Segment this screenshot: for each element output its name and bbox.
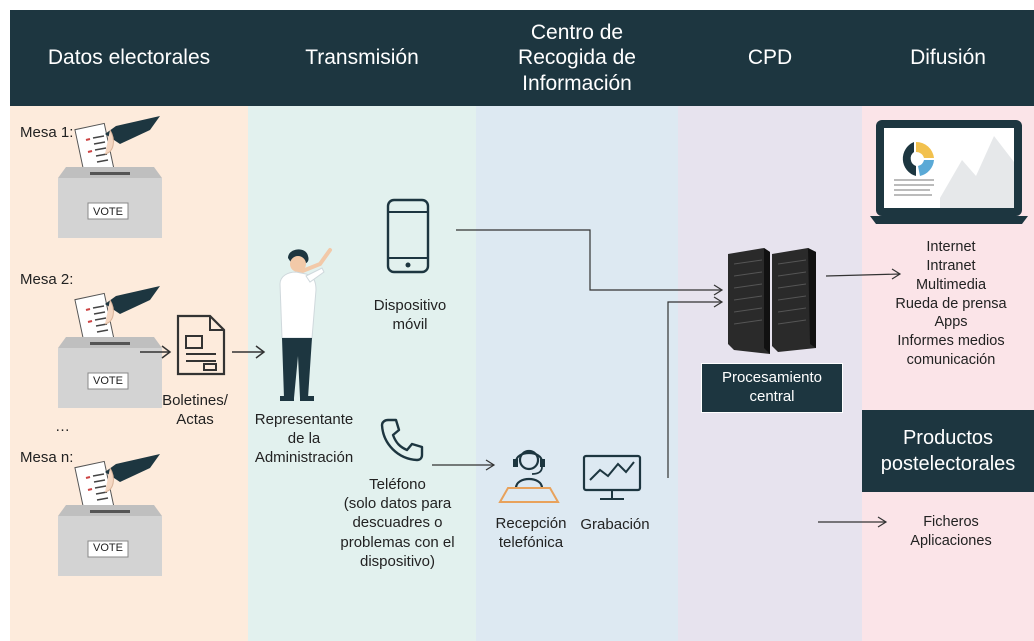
boletines-line2: Actas xyxy=(176,411,214,429)
header-transmision: Transmisión xyxy=(248,10,476,106)
header-centro-line2: Recogida de xyxy=(518,46,636,70)
mesa-1-label: Mesa 1: xyxy=(20,124,74,141)
header-datos-label: Datos electorales xyxy=(47,46,211,70)
boletines-label: Boletines/ Actas xyxy=(150,391,240,429)
vote-label-n: VOTE xyxy=(93,542,123,554)
mesa-n-label: Mesa n: xyxy=(20,449,74,466)
arrow-to-boletines xyxy=(140,345,172,359)
header-difusion: Difusión xyxy=(862,10,1034,106)
person-icon xyxy=(279,248,332,401)
telefono-line2: (solo datos para xyxy=(343,495,452,513)
dispositivo-line2: móvil xyxy=(392,316,428,334)
monitor-chart-icon xyxy=(582,454,642,500)
telefono-line3: descuadres o xyxy=(352,514,443,532)
recepcion-line1: Recepción xyxy=(495,515,567,532)
server-icon xyxy=(728,248,816,354)
procesamiento-line1: Procesamiento xyxy=(721,369,823,387)
productos-item-ficheros: Ficheros xyxy=(923,514,979,530)
telefono-label: Teléfono (solo datos para descuadres o p… xyxy=(330,475,465,571)
productos-line1: Productos xyxy=(902,427,994,449)
recepcion-line2: telefónica xyxy=(498,534,564,552)
header-centro-recogida: Centro de Recogida de Información xyxy=(476,10,678,106)
representante-line3: Administración xyxy=(254,449,354,467)
telefono-line1: Teléfono xyxy=(369,476,426,493)
difusion-item-rueda-prensa: Rueda de prensa xyxy=(895,295,1007,312)
header-difusion-label: Difusión xyxy=(910,46,986,70)
difusion-item-comunicacion: comunicación xyxy=(906,352,996,369)
column-centro-recogida xyxy=(476,106,678,641)
dispositivo-line1: Dispositivo xyxy=(373,297,447,314)
header-datos-electorales: Datos electorales xyxy=(10,10,248,106)
recepcion-label: Recepción telefónica xyxy=(486,514,576,552)
ballot-box-icon xyxy=(58,286,162,408)
difusion-list: Internet Intranet Multimedia Rueda de pr… xyxy=(876,238,1026,370)
difusion-item-informes: Informes medios xyxy=(897,333,1005,350)
header-bar xyxy=(10,10,1034,106)
telephone-icon xyxy=(380,418,424,462)
vote-label-2: VOTE xyxy=(93,375,123,387)
header-cpd-label: CPD xyxy=(747,46,793,70)
headset-operator-icon xyxy=(498,449,560,503)
difusion-item-apps: Apps xyxy=(934,314,968,331)
procesamiento-central-box: Procesamiento central xyxy=(701,363,843,413)
difusion-item-multimedia: Multimedia xyxy=(915,276,987,293)
representante-label: Representante de la Administración xyxy=(244,410,364,468)
difusion-item-intranet: Intranet xyxy=(926,257,976,274)
header-cpd: CPD xyxy=(678,10,862,106)
arrow-to-representante xyxy=(232,345,266,359)
laptop-dashboard-icon xyxy=(870,120,1028,224)
boletines-line1: Boletines/ xyxy=(162,392,228,409)
mesa-2-label: Mesa 2: xyxy=(20,271,74,288)
vote-label-1: VOTE xyxy=(93,206,123,218)
header-centro-line1: Centro de xyxy=(530,20,624,44)
ballot-box-icon xyxy=(58,454,162,576)
header-centro-line3: Información xyxy=(522,71,632,95)
grabacion-label: Grabación xyxy=(580,516,650,533)
mobile-phone-icon xyxy=(386,198,430,274)
telefono-line4: problemas con el xyxy=(340,533,455,551)
telefono-line5: dispositivo) xyxy=(359,552,436,570)
productos-postelectorales-box: Productos postelectorales xyxy=(862,410,1034,492)
difusion-item-internet: Internet xyxy=(926,239,976,255)
ellipsis-label: … xyxy=(55,418,70,435)
productos-list: Ficheros Aplicaciones xyxy=(876,513,1026,551)
representante-line1: Representante xyxy=(254,411,354,428)
dispositivo-label: Dispositivo móvil xyxy=(355,296,465,334)
representante-line2: de la xyxy=(287,430,321,448)
document-icon xyxy=(176,314,226,376)
ballot-box-icon xyxy=(58,116,162,238)
header-transmision-label: Transmisión xyxy=(305,46,419,70)
productos-line2: postelectorales xyxy=(880,453,1016,475)
procesamiento-line2: central xyxy=(749,388,795,405)
hand-ballot-icon xyxy=(74,116,160,180)
productos-item-aplicaciones: Aplicaciones xyxy=(910,532,992,549)
